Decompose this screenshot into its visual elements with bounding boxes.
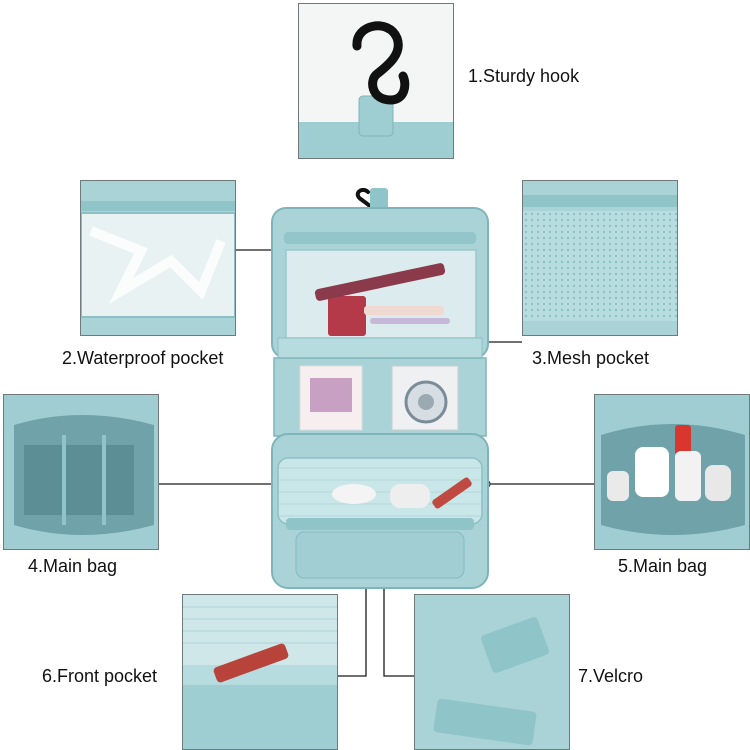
label-front-pocket: 6.Front pocket xyxy=(42,666,158,686)
main-bag-right-image xyxy=(594,394,750,550)
main-bag-left-image xyxy=(3,394,159,550)
label-velcro: 7.Velcro xyxy=(578,666,644,686)
front-pocket-image xyxy=(182,594,338,750)
waterproof-pocket-image xyxy=(80,180,236,336)
mesh-pocket-image xyxy=(522,180,678,336)
label-waterproof-pocket: 2.Waterproof pocket xyxy=(62,348,224,368)
velcro-image xyxy=(414,594,570,750)
label-sturdy-hook: 1.Sturdy hook xyxy=(468,66,580,86)
hook-closeup-image xyxy=(298,3,454,159)
label-mesh-pocket: 3.Mesh pocket xyxy=(532,348,650,368)
label-main-bag-right: 5.Main bag xyxy=(618,556,708,576)
hook-icon xyxy=(352,21,410,105)
label-main-bag-left: 4.Main bag xyxy=(28,556,118,576)
toiletry-bag-illustration xyxy=(266,188,494,594)
